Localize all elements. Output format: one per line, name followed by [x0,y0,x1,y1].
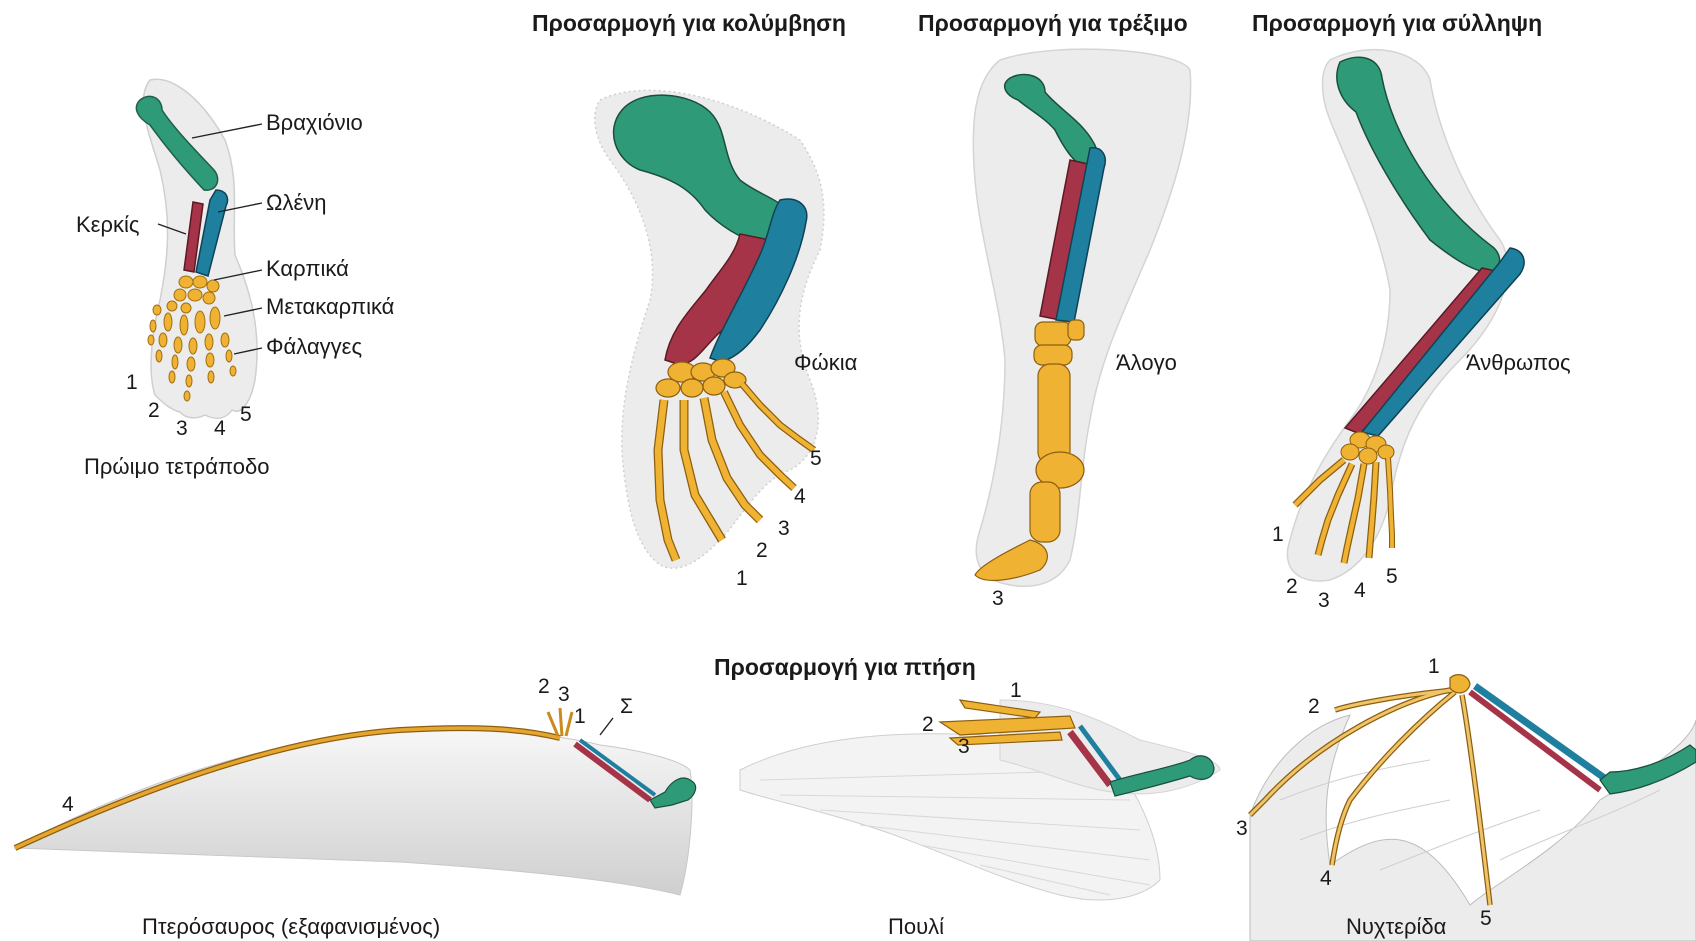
pterosaur-fingers [548,708,572,736]
label-human: Άνθρωπος [1466,352,1571,374]
tetrapod-limb [136,79,262,418]
seal-digit-1: 1 [736,568,748,589]
tetrapod-digit-2: 2 [148,400,160,421]
horse-limb [973,49,1190,586]
human-digit-5: 5 [1386,566,1398,587]
sigma-leader [600,718,613,735]
seal-digit-2: 2 [756,540,768,561]
label-ulna: Ωλένη [266,192,327,214]
label-bat: Νυχτερίδα [1346,916,1446,938]
heading-swimming: Προσαρμογή για κολύμβηση [532,12,846,35]
tetrapod-digit-5: 5 [240,404,252,425]
pterosaur-digit-2: 2 [538,676,550,697]
seal-digit-5: 5 [810,448,822,469]
human-digit-3: 3 [1318,590,1330,611]
label-bird: Πουλί [888,916,944,938]
bat-digit-2: 2 [1308,696,1320,717]
tetrapod-digit-4: 4 [214,418,226,439]
label-seal: Φώκια [794,352,857,374]
bird-digit-3: 3 [958,736,970,757]
bat-digit-1: 1 [1428,656,1440,677]
horse-digit-3: 3 [992,588,1004,609]
label-metacarpals: Μετακαρπικά [266,296,394,318]
human-limb [1287,50,1524,581]
pterosaur-digit-3: 3 [558,684,570,705]
bat-ulna [1475,686,1610,782]
bat-digit-5: 5 [1480,908,1492,929]
tetrapod-digit-1: 1 [126,372,138,393]
bird-digit-1: 1 [1010,680,1022,701]
seal-limb [595,90,824,568]
label-tetrapod: Πρώιμο τετράποδο [84,456,270,478]
bird-wing [740,700,1220,900]
label-carpals: Καρπικά [266,258,349,280]
seal-digit-3: 3 [778,518,790,539]
heading-running: Προσαρμογή για τρέξιμο [918,12,1188,35]
label-phalanges: Φάλαγγες [266,336,362,358]
label-humerus: Βραχιόνιο [266,112,363,134]
human-digit-4: 4 [1354,580,1366,601]
human-digit-2: 2 [1286,576,1298,597]
bat-digit-4: 4 [1320,868,1332,889]
heading-flight: Προσαρμογή για πτήση [714,656,976,679]
bird-digit-2: 2 [922,714,934,735]
tetrapod-digit-3: 3 [176,418,188,439]
pterosaur-sigma: Σ [620,696,633,717]
human-digit-1: 1 [1272,524,1284,545]
label-pterosaur: Πτερόσαυρος (εξαφανισμένος) [142,916,440,938]
seal-digit-4: 4 [794,486,806,507]
label-radius: Κερκίς [76,214,140,236]
bat-thumb [1450,675,1470,693]
pterosaur-digit-4: 4 [62,794,74,815]
bat-radius [1470,692,1600,790]
bat-digit-3: 3 [1236,818,1248,839]
label-horse: Άλογο [1116,352,1177,374]
pterosaur-digit-1: 1 [574,706,586,727]
heading-grasping: Προσαρμογή για σύλληψη [1252,12,1542,35]
pterosaur-wing [15,708,696,895]
